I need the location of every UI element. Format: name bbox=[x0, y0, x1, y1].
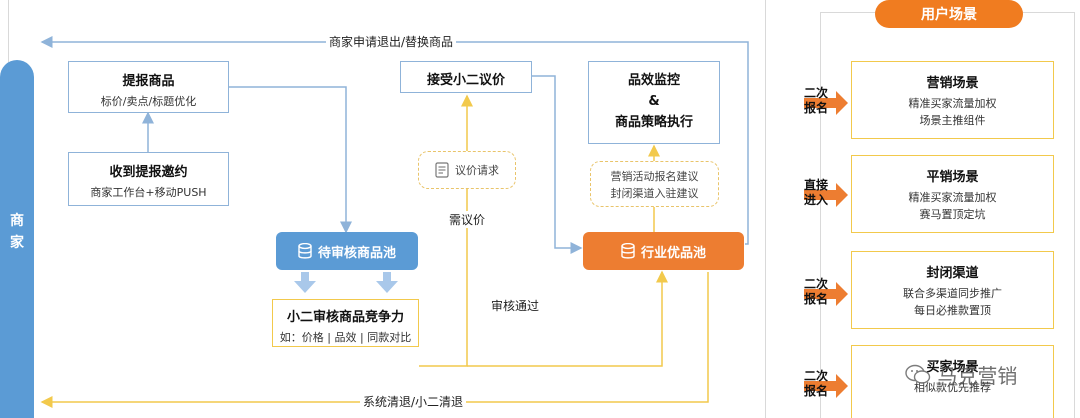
scene-card-buyer: 买家场景 相似款优先推荐 bbox=[851, 345, 1054, 418]
review-to-accept-line bbox=[419, 94, 473, 367]
database-icon bbox=[621, 243, 635, 259]
review-title: 小二审核商品竞争力 bbox=[286, 310, 404, 325]
scene-tag: 二次报名 bbox=[800, 369, 850, 403]
submit-to-pool-line bbox=[229, 86, 352, 234]
top-return-label: 商家申请退出/替换商品 bbox=[326, 33, 457, 50]
scene-line: 每日必推款置顶 bbox=[914, 304, 991, 317]
merchant-label: 商家 bbox=[10, 213, 24, 251]
scene-line: 精准买家流量加权 bbox=[908, 97, 997, 110]
pending-pool-pill: 待审核商品池 bbox=[276, 232, 418, 270]
scene-tag: 直接进入 bbox=[800, 178, 850, 212]
user-scene-title: 用户场景 bbox=[875, 0, 1023, 28]
scene-line: 赛马置顶定坑 bbox=[919, 208, 986, 221]
scene-tag-label: 二次报名 bbox=[803, 369, 828, 398]
scene-card-regular: 平销场景 精准买家流量加权赛马置顶定坑 bbox=[851, 155, 1054, 233]
suggestion-box: 营销活动报名建议 封闭渠道入驻建议 bbox=[590, 161, 719, 207]
invite-box: 收到提报邀约 商家工作台+移动PUSH bbox=[68, 152, 229, 206]
watermark: 马克营销 bbox=[905, 360, 1017, 389]
user-scene-title-text: 用户场景 bbox=[921, 7, 977, 23]
scene-tag: 二次报名 bbox=[800, 277, 850, 311]
review-sub: 如：价格 | 品效 | 同款对比 bbox=[279, 331, 412, 344]
need-price-label: 需议价 bbox=[446, 211, 489, 228]
suggestion-line2: 封闭渠道入驻建议 bbox=[610, 187, 699, 200]
industry-pool-label: 行业优品池 bbox=[640, 245, 706, 261]
scene-tag-label: 二次报名 bbox=[803, 277, 828, 306]
price-request-box: 议价请求 bbox=[418, 151, 516, 189]
orange-arrow-icon bbox=[804, 374, 848, 398]
scene-line: 相似款优先推荐 bbox=[914, 381, 991, 394]
orange-arrow-icon bbox=[804, 282, 848, 306]
down-arrows bbox=[294, 272, 398, 293]
invite-sub: 商家工作台+移动PUSH bbox=[90, 186, 207, 199]
monitor-box: 品效监控 & 商品策略执行 bbox=[588, 61, 720, 144]
scene-tag-label: 直接进入 bbox=[803, 178, 828, 207]
scene-title: 营销场景 bbox=[926, 76, 979, 91]
scene-line: 精准买家流量加权 bbox=[908, 191, 997, 204]
monitor-line1: 品效监控 bbox=[627, 73, 680, 88]
watermark-text: 马克营销 bbox=[937, 364, 1018, 388]
accept-price-box: 接受小二议价 bbox=[400, 61, 532, 93]
scene-title: 平销场景 bbox=[926, 170, 979, 185]
review-pass-line bbox=[467, 270, 668, 367]
pending-pool-label: 待审核商品池 bbox=[317, 245, 396, 261]
review-pass-label: 审核通过 bbox=[488, 297, 543, 314]
orange-arrow-icon bbox=[804, 91, 848, 115]
scene-line: 场景主推组件 bbox=[919, 114, 986, 127]
submit-title: 提报商品 bbox=[122, 74, 175, 89]
database-icon bbox=[298, 243, 312, 259]
monitor-line2: & bbox=[648, 94, 660, 109]
industry-pool-pill: 行业优品池 bbox=[583, 232, 744, 270]
scene-title: 封闭渠道 bbox=[926, 266, 979, 281]
wechat-icon bbox=[905, 364, 931, 384]
scene-line: 联合多渠道同步推广 bbox=[903, 287, 1002, 300]
scene-card-marketing: 营销场景 精准买家流量加权场景主推组件 bbox=[851, 61, 1054, 139]
submit-sub: 标价/卖点/标题优化 bbox=[100, 95, 197, 108]
merchant-side-bar: 商家 bbox=[0, 60, 34, 418]
bottom-return-label: 系统清退/小二清退 bbox=[360, 393, 467, 410]
scene-title: 买家场景 bbox=[926, 360, 979, 375]
invite-title: 收到提报邀约 bbox=[109, 165, 188, 180]
suggestion-line1: 营销活动报名建议 bbox=[610, 170, 699, 183]
price-request-label: 议价请求 bbox=[455, 164, 499, 177]
scene-tag: 二次报名 bbox=[800, 86, 850, 120]
monitor-line3: 商品策略执行 bbox=[614, 115, 693, 130]
accept-price-title: 接受小二议价 bbox=[426, 73, 505, 88]
orange-arrow-icon bbox=[804, 183, 848, 207]
bottom-return-line bbox=[40, 272, 709, 408]
scene-card-closed-channel: 封闭渠道 联合多渠道同步推广每日必推款置顶 bbox=[851, 251, 1054, 329]
submit-product-box: 提报商品 标价/卖点/标题优化 bbox=[68, 61, 229, 113]
review-box: 小二审核商品竞争力 如：价格 | 品效 | 同款对比 bbox=[272, 299, 419, 347]
document-icon bbox=[435, 162, 449, 178]
accept-to-pool-line bbox=[532, 75, 583, 254]
scene-tag-label: 二次报名 bbox=[803, 86, 828, 115]
